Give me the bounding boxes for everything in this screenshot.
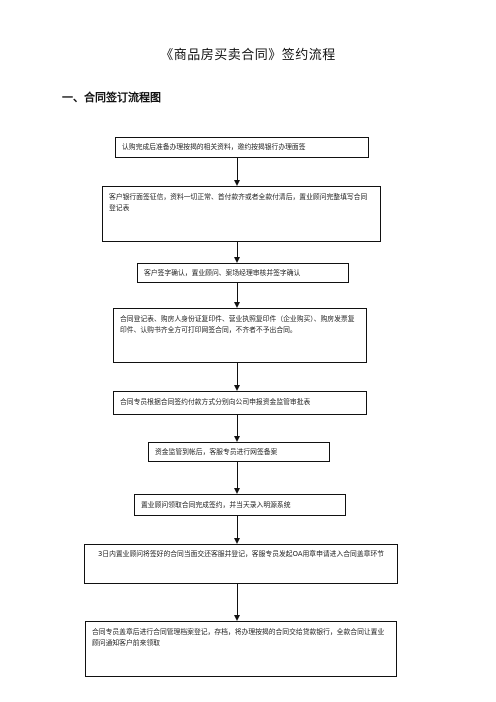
flow-arrow-7 [237,516,238,538]
flow-arrow-3 [237,283,238,302]
flow-step-7: 置业顾问领取合同完成签约，并当天录入明源系统 [134,494,346,516]
flow-arrow-8 [237,584,238,615]
flow-arrow-head-2 [234,257,240,263]
document-title: 《商品房买卖合同》签约流程 [160,48,336,63]
flow-step-9: 合同专员盖章后进行合同管理档案登记，存档，将办理按揭的合同交给贷款银行，全款合同… [85,621,397,677]
flow-arrow-6 [237,462,238,488]
flow-arrow-head-1 [234,180,240,186]
flow-arrow-head-5 [234,436,240,442]
flow-step-8: 3日内置业顾问将签好的合同当面交还客服并登记，客服专员发起OA用章申请进入合同盖… [84,544,398,584]
flow-step-5: 合同专员根据合同签约付款方式分别向公司申报资金监管审批表 [113,391,367,415]
flow-arrow-head-7 [234,538,240,544]
flow-arrow-5 [237,415,238,436]
flow-step-4: 合同登记表、购房人身份证复印件、营业执照复印件（企业购买）、购房发票复印件、认购… [113,308,367,363]
flow-arrow-2 [237,242,238,257]
flow-arrow-head-6 [234,488,240,494]
flow-arrow-head-4 [234,385,240,391]
flow-step-6: 资金监管到帐后，客服专员进行网签备案 [148,442,330,462]
section-heading: 一、合同签订流程图 [62,91,161,104]
flow-arrow-head-8 [234,615,240,621]
flow-step-3: 客户签字确认，置业顾问、案场经理审核并签字确认 [137,263,349,283]
flow-arrow-1 [237,158,238,180]
flow-arrow-head-3 [234,302,240,308]
flow-step-1: 认购完成后准备办理按揭的相关资料，邀约按揭银行办理面签 [115,137,369,158]
flow-arrow-4 [237,363,238,385]
flow-step-2: 客户银行面签征信，资料一切正常、首付款齐或者全款付清后，置业顾问完整填写合同登记… [102,186,381,242]
